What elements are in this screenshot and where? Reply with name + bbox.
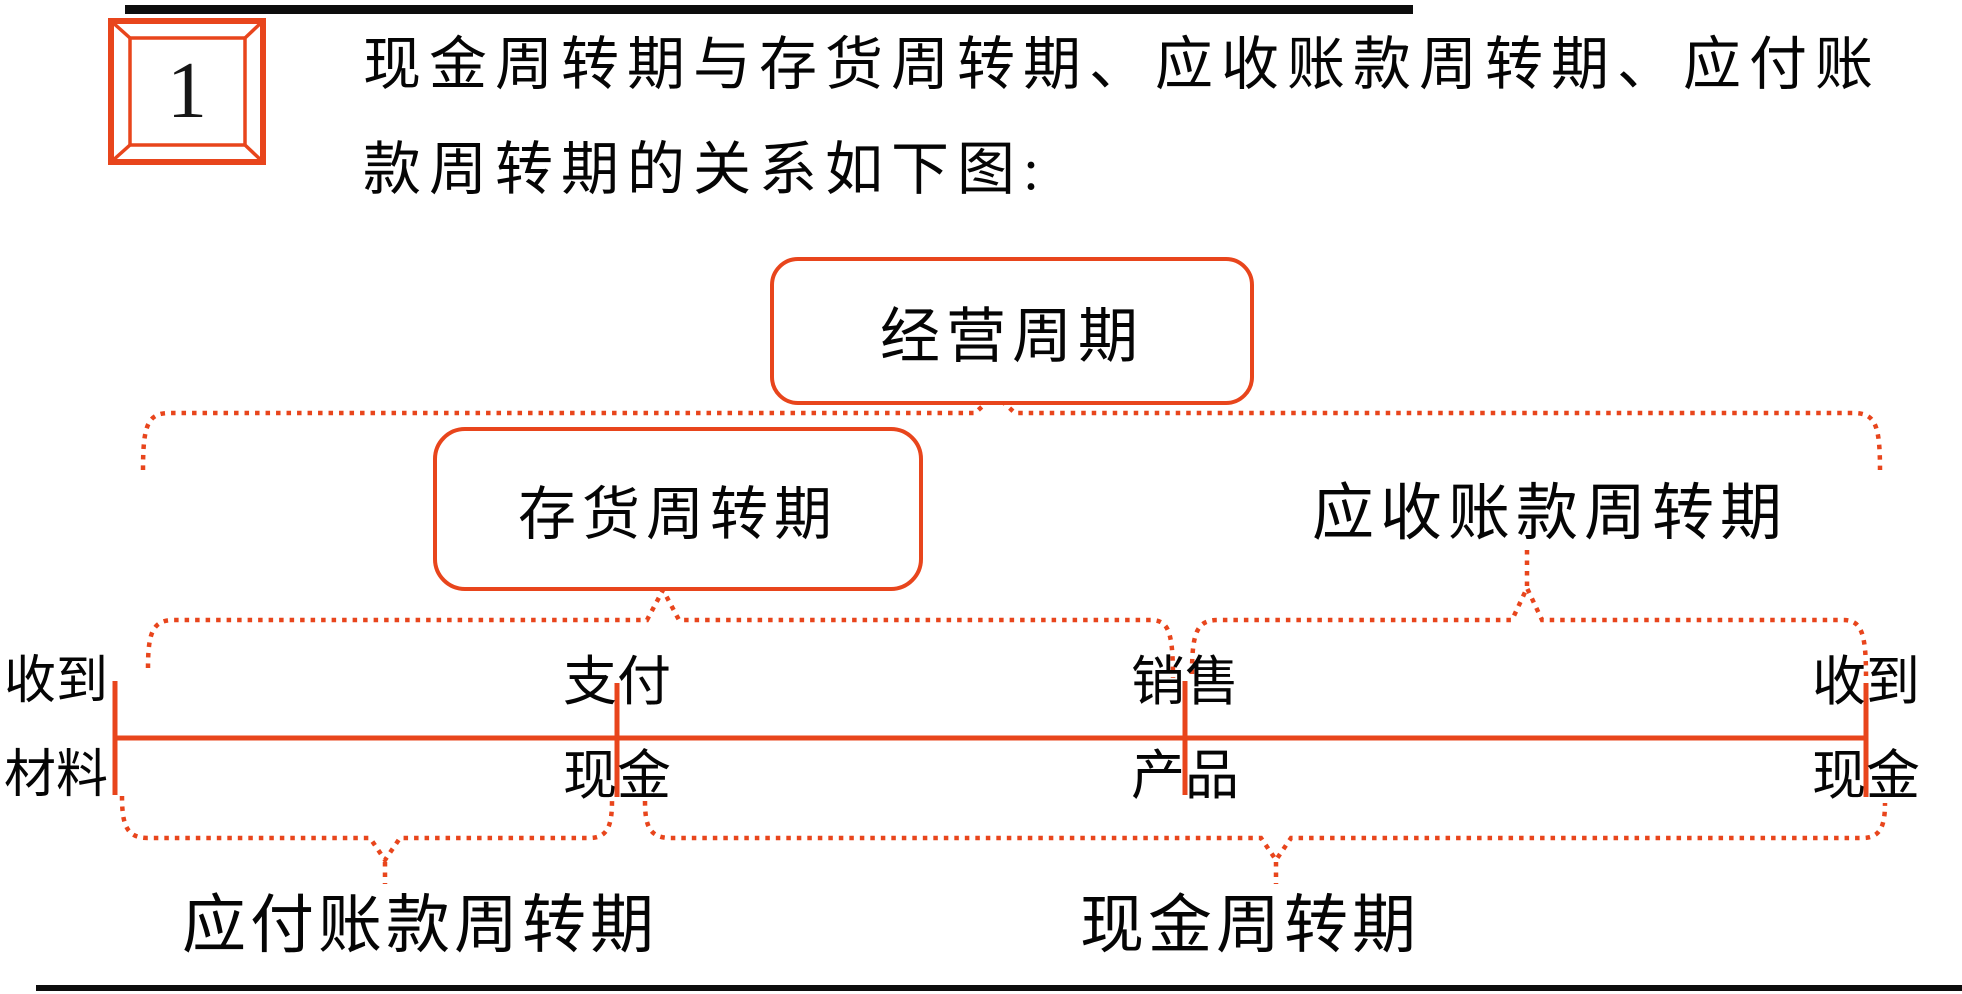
cash-period-brace bbox=[642, 800, 1888, 864]
event-label-line: 产品 bbox=[1131, 746, 1239, 806]
payable-period-brace bbox=[119, 795, 615, 864]
operating-cycle-brace bbox=[140, 391, 1883, 471]
event-label-line: 收到 bbox=[4, 653, 109, 710]
receivable-period-brace bbox=[1189, 582, 1869, 677]
page-title: 现金周转期与存货周转期、应收账款周转期、应付账 款周转期的关系如下图: bbox=[363, 12, 1938, 222]
event-label-line: 支付 bbox=[563, 652, 671, 712]
timeline-event-pay-cash: 支付 现金 bbox=[507, 650, 727, 808]
title-line-2: 款周转期的关系如下图: bbox=[363, 137, 1048, 202]
payable-period-label: 应付账款周转期 bbox=[182, 890, 658, 961]
receivable-period-label: 应收账款周转期 bbox=[1311, 480, 1788, 548]
page-bottom-border bbox=[36, 985, 1962, 991]
cash-period-label: 现金周转期 bbox=[1080, 890, 1420, 961]
item-number: 1 bbox=[167, 46, 207, 135]
timeline-event-receive-cash: 收到 现金 bbox=[1756, 650, 1962, 808]
page-top-border bbox=[125, 5, 1413, 14]
event-label-line: 现金 bbox=[563, 746, 671, 806]
event-label-line: 销售 bbox=[1131, 652, 1239, 712]
event-label-line: 收到 bbox=[1812, 652, 1920, 712]
operating-cycle-box: 经营周期 bbox=[770, 257, 1254, 405]
inventory-period-box: 存货周转期 bbox=[433, 427, 923, 591]
timeline-event-sell-product: 销售 产品 bbox=[1075, 650, 1295, 808]
event-label-line: 现金 bbox=[1812, 746, 1920, 806]
timeline-ticks bbox=[112, 681, 1869, 797]
item-number-frame bbox=[108, 18, 266, 165]
operating-cycle-label: 经营周期 bbox=[880, 303, 1144, 370]
title-line-1: 现金周转期与存货周转期、应收账款周转期、应付账 bbox=[363, 32, 1882, 97]
event-label-line: 材料 bbox=[4, 747, 109, 804]
timeline-event-receive-materials: 收到 材料 bbox=[4, 650, 108, 808]
inventory-period-label: 存货周转期 bbox=[517, 482, 838, 547]
